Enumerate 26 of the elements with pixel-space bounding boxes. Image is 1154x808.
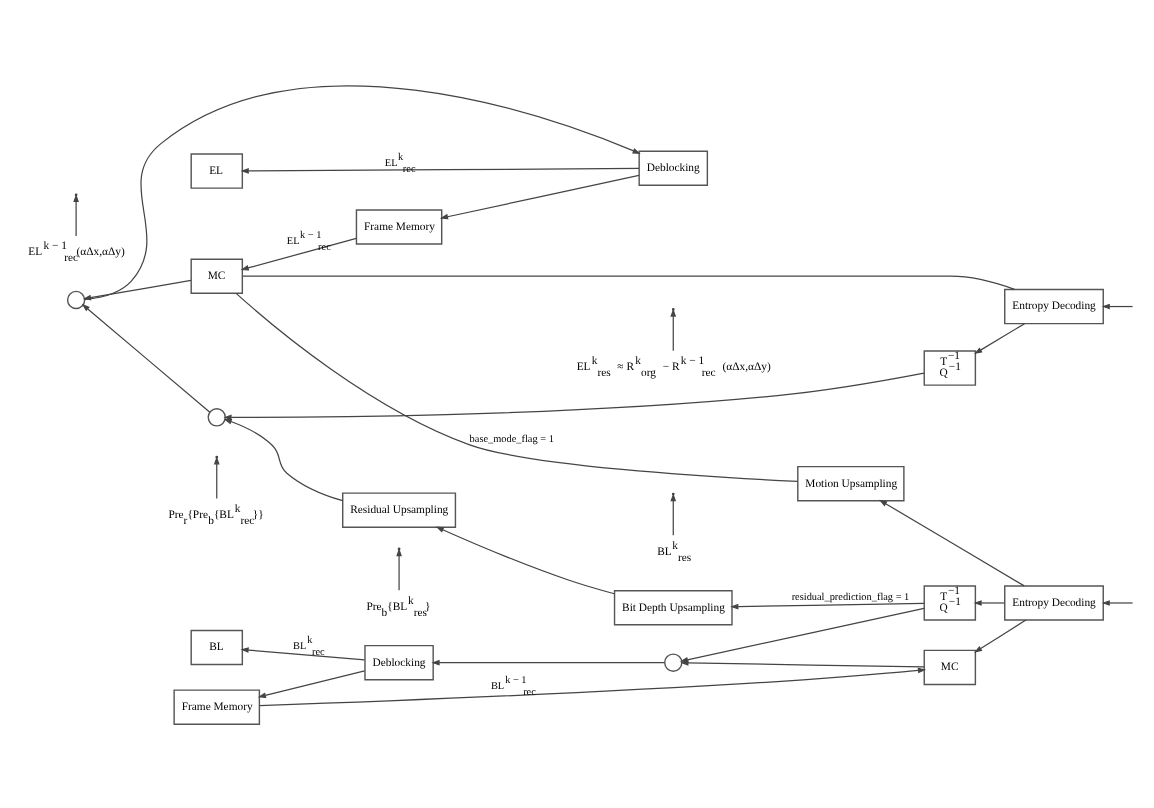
arrow (974, 322, 1026, 354)
node-circle (664, 652, 683, 671)
arrow (1101, 302, 1134, 309)
arrow (257, 669, 366, 698)
arrow (240, 236, 357, 270)
arrow (240, 646, 366, 660)
arrow (974, 618, 1027, 652)
node-circle (66, 289, 86, 309)
arrow (1101, 599, 1134, 605)
arrow (258, 666, 927, 706)
arrow (213, 455, 220, 499)
node-circle (207, 407, 226, 426)
arrow (81, 302, 211, 412)
arrow (730, 601, 925, 609)
arrow (439, 173, 640, 219)
arrow (223, 371, 925, 420)
arrow (878, 498, 1025, 586)
connector (235, 291, 799, 482)
connector (241, 274, 1016, 290)
arrow (223, 418, 344, 501)
arrow (670, 307, 677, 351)
arrow (679, 606, 925, 662)
arrow (973, 599, 1006, 605)
arrow (435, 525, 615, 594)
arrow (240, 166, 640, 173)
arrow (431, 658, 666, 665)
